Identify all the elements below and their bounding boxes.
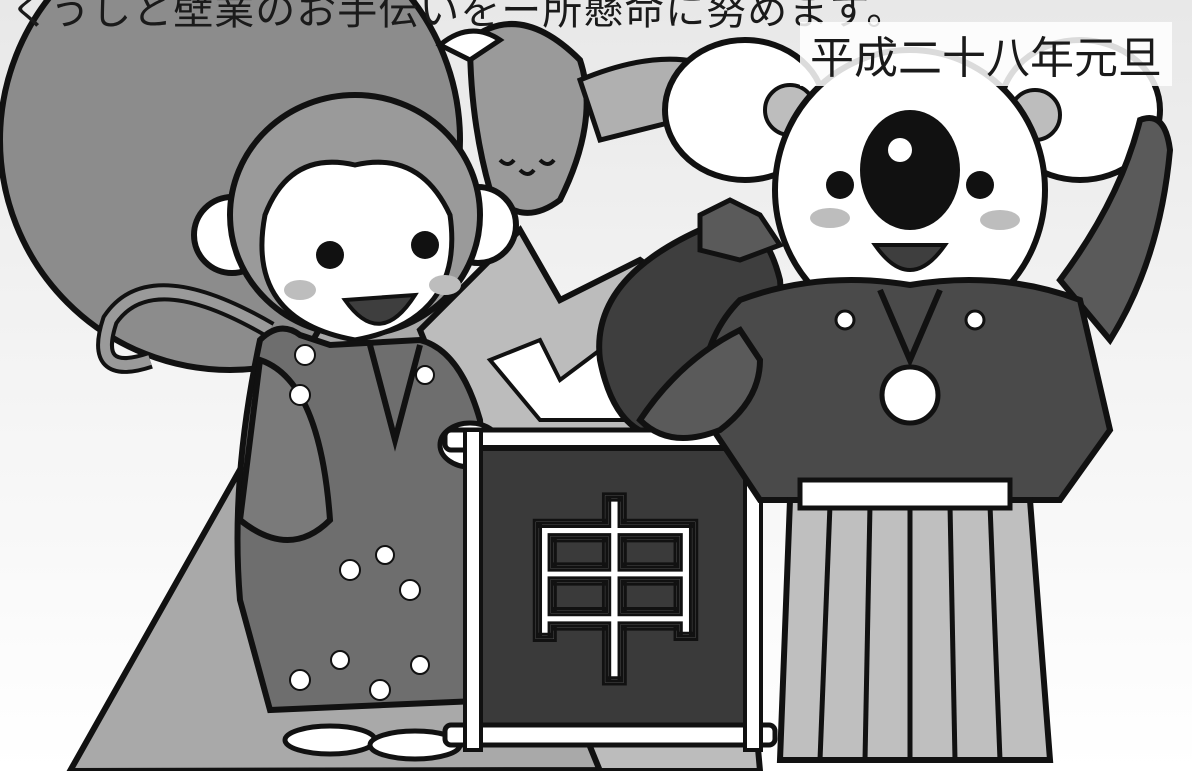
kanji-banner: 申 [442, 427, 778, 752]
monkey [96, 92, 519, 762]
koala [636, 37, 1174, 763]
greeting-text: くうしと壁業のお手伝いをー所懸命に努めます。 [10, 0, 908, 34]
banner-kanji: 申 [515, 480, 715, 713]
date-text: 平成二十八年元旦 [800, 22, 1172, 86]
